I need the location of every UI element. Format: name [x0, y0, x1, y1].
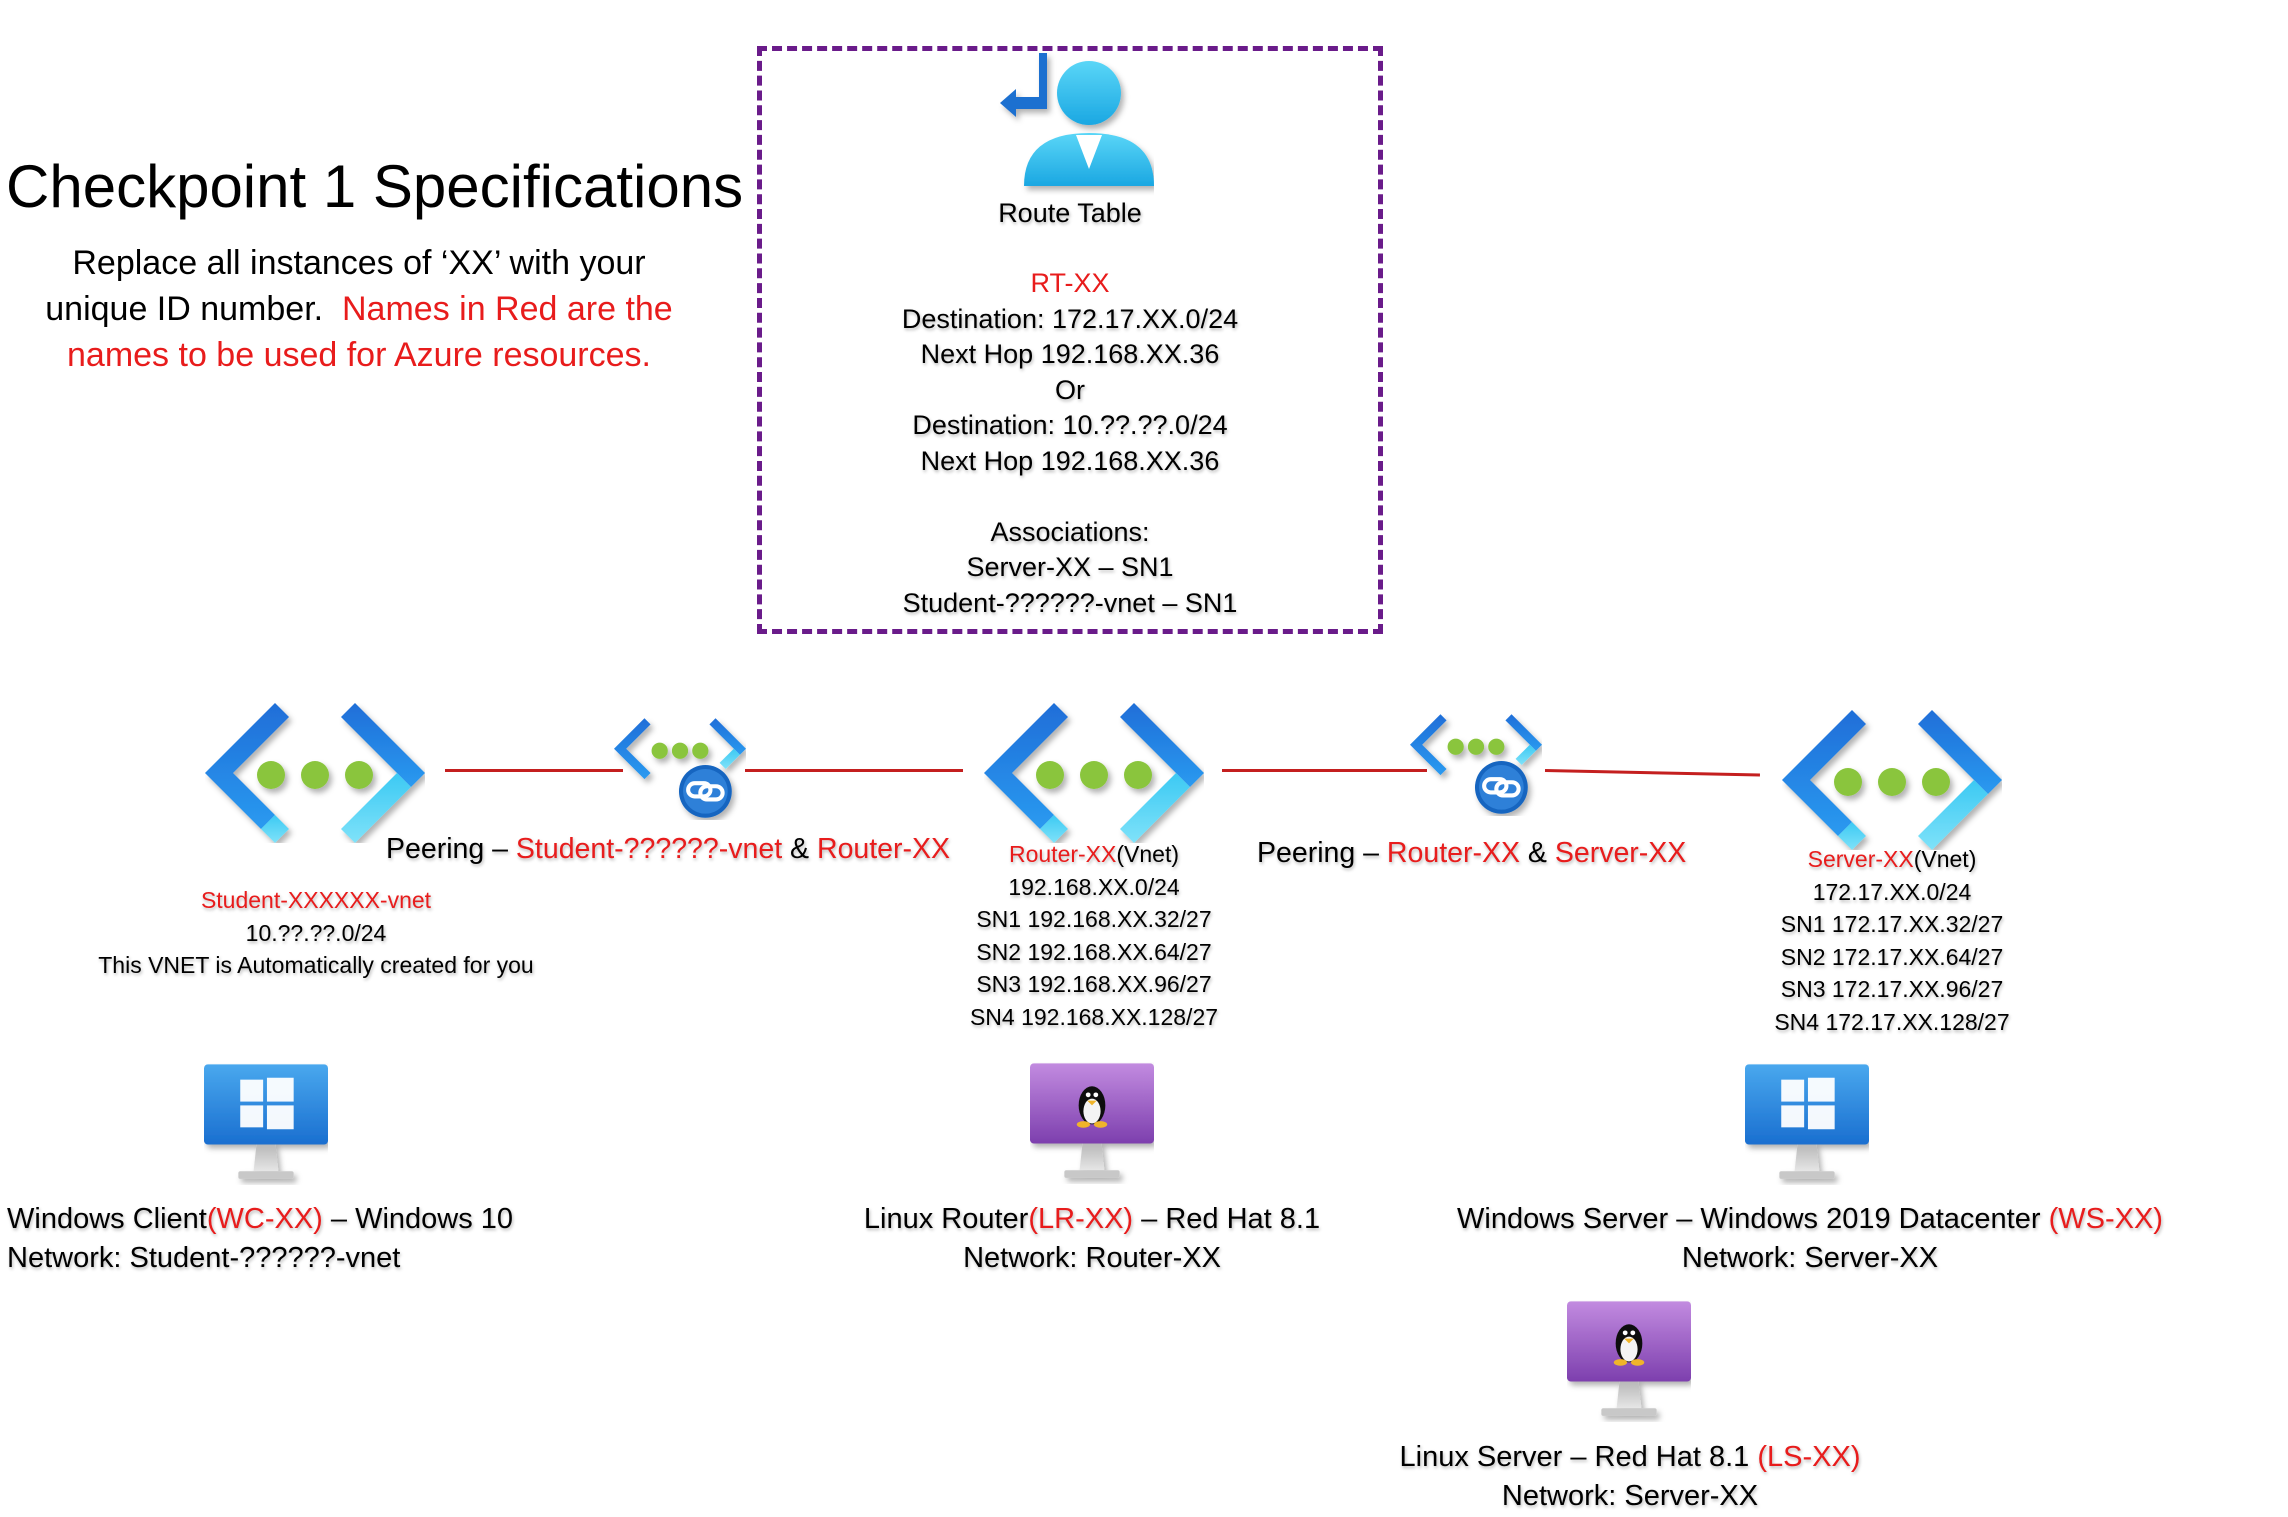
- vm-name: (LR-XX): [1028, 1203, 1134, 1235]
- instructions-line-3: names to be used for Azure resources.: [67, 336, 651, 374]
- peering-vnet-a: Student-??????-vnet: [515, 833, 783, 865]
- route-table-name: RT-XX: [1030, 268, 1110, 298]
- vm-label-a: Windows Client: [7, 1203, 207, 1235]
- router-vnet-line: SN1 192.168.XX.32/27: [976, 906, 1212, 932]
- linux-server-network: Network: Server-XX: [1501, 1479, 1759, 1512]
- student-vnet-line: This VNET is Automatically created for y…: [98, 952, 534, 978]
- windows-client-network: Network: Student-??????-vnet: [7, 1241, 401, 1274]
- server-vnet-line: SN1 172.17.XX.32/27: [1780, 911, 2004, 937]
- vm-label-a: Linux Router: [863, 1203, 1029, 1235]
- server-vnet-name: Server-XX: [1807, 846, 1914, 872]
- peering-line-left-a: [445, 769, 623, 772]
- instructions-text: Replace all instances of ‘XX’ with your …: [0, 240, 718, 378]
- windows-server-line-1: Windows Server – Windows 2019 Datacenter…: [1420, 1200, 2200, 1239]
- route-table-line: Destination: 10.??.??.0/24: [912, 410, 1228, 440]
- vm-label-b: – Red Hat 8.1: [1133, 1203, 1321, 1235]
- route-table-line: Next Hop 192.168.XX.36: [920, 445, 1220, 476]
- linux-router-label: Linux Router(LR-XX) – Red Hat 8.1 Networ…: [842, 1200, 1342, 1277]
- server-vnet-info: Server-XX(Vnet) 172.17.XX.0/24 SN1 172.1…: [1712, 843, 2072, 1038]
- route-table-line: [757, 479, 1383, 515]
- server-vnet-line: SN3 172.17.XX.96/27: [1780, 976, 2004, 1002]
- windows-server-label: Windows Server – Windows 2019 Datacenter…: [1420, 1200, 2200, 1277]
- peering-icon-left: [614, 718, 746, 820]
- peering-amp: &: [782, 833, 817, 865]
- route-table-line: Or: [1055, 374, 1085, 405]
- instructions-line-2-red: Names in Red are the: [342, 290, 673, 328]
- linux-vm-icon: [1030, 1062, 1154, 1184]
- router-vnet-line: 192.168.XX.0/24: [1008, 873, 1180, 900]
- server-vnet-icon: [1782, 710, 2002, 850]
- server-vnet-title: Server-XX(Vnet): [1712, 843, 2072, 876]
- route-table-line: Associations:: [990, 516, 1150, 547]
- windows-vm-icon: [1745, 1063, 1869, 1185]
- linux-server-label: Linux Server – Red Hat 8.1 (LS-XX) Netwo…: [1360, 1438, 1900, 1515]
- windows-vm-icon: [204, 1063, 328, 1185]
- server-vnet-suffix: (Vnet): [1913, 846, 1977, 872]
- peering-label-left: Peering – Student-??????-vnet & Router-X…: [386, 832, 950, 867]
- route-table-label: Route Table: [998, 198, 1142, 228]
- route-table-icon: [994, 46, 1154, 196]
- peering-vnet-a: Router-XX: [1386, 837, 1520, 869]
- peering-label-right: Peering – Router-XX & Server-XX: [1257, 836, 1686, 871]
- page-title: Checkpoint 1 Specifications: [6, 153, 744, 220]
- peering-line-left-b: [745, 769, 963, 772]
- router-vnet-title: Router-XX(Vnet): [914, 838, 1274, 871]
- student-vnet-line: 10.??.??.0/24: [245, 919, 387, 946]
- windows-client-label: Windows Client(WC-XX) – Windows 10 Netwo…: [7, 1200, 513, 1277]
- vm-name: (WS-XX): [2048, 1203, 2163, 1235]
- route-table-details: RT-XX Destination: 172.17.XX.0/24 Next H…: [757, 266, 1383, 621]
- linux-vm-icon: [1567, 1300, 1691, 1422]
- linux-server-line-1: Linux Server – Red Hat 8.1 (LS-XX): [1360, 1438, 1900, 1477]
- peering-vnet-b: Router-XX: [816, 833, 951, 865]
- student-vnet-name: Student-XXXXXX-vnet: [200, 887, 432, 913]
- router-vnet-line: SN4 192.168.XX.128/27: [969, 1003, 1219, 1030]
- peering-amp: &: [1519, 837, 1555, 869]
- server-vnet-line: SN4 172.17.XX.128/27: [1774, 1008, 2010, 1035]
- vm-label-a: Windows Server – Windows 2019 Datacenter: [1457, 1203, 2049, 1235]
- route-table-box: [757, 46, 1383, 634]
- router-vnet-line: SN3 192.168.XX.96/27: [976, 971, 1212, 997]
- router-vnet-info: Router-XX(Vnet) 192.168.XX.0/24 SN1 192.…: [914, 838, 1274, 1033]
- windows-server-network: Network: Server-XX: [1681, 1241, 1939, 1274]
- server-vnet-line: SN2 172.17.XX.64/27: [1780, 943, 2004, 970]
- router-vnet-suffix: (Vnet): [1116, 841, 1179, 867]
- student-vnet-icon: [205, 703, 425, 843]
- instructions-line-2-black: unique ID number.: [45, 290, 324, 328]
- vm-label-a: Linux Server – Red Hat 8.1: [1399, 1441, 1758, 1473]
- peering-icon-right: [1410, 714, 1542, 816]
- linux-router-network: Network: Router-XX: [963, 1241, 1221, 1274]
- server-vnet-line: 172.17.XX.0/24: [1812, 878, 1972, 905]
- linux-router-line-1: Linux Router(LR-XX) – Red Hat 8.1: [842, 1200, 1342, 1239]
- router-vnet-icon: [984, 703, 1204, 843]
- peering-vnet-b: Server-XX: [1554, 837, 1687, 869]
- windows-client-line-1: Windows Client(WC-XX) – Windows 10: [7, 1200, 513, 1239]
- route-table-line: Student-??????-vnet – SN1: [902, 587, 1238, 618]
- route-table-line: Next Hop 192.168.XX.36: [920, 339, 1220, 369]
- vm-name: (LS-XX): [1757, 1441, 1861, 1473]
- peering-prefix: Peering –: [386, 833, 516, 865]
- vm-label-b: – Windows 10: [322, 1203, 514, 1235]
- peering-prefix: Peering –: [1257, 837, 1387, 869]
- route-table-line: Destination: 172.17.XX.0/24: [901, 303, 1239, 334]
- peering-line-right-b: [1544, 769, 1760, 777]
- vm-name: (WC-XX): [206, 1203, 323, 1235]
- instructions-line-2: unique ID number. Names in Red are the: [0, 286, 718, 332]
- peering-line-right-a: [1222, 769, 1427, 772]
- route-table-line: Server-XX – SN1: [966, 552, 1174, 582]
- router-vnet-name: Router-XX: [1008, 841, 1117, 867]
- router-vnet-line: SN2 192.168.XX.64/27: [976, 938, 1212, 965]
- instructions-line-1: Replace all instances of ‘XX’ with your: [72, 244, 646, 282]
- student-vnet-info: Student-XXXXXX-vnet 10.??.??.0/24 This V…: [66, 884, 566, 982]
